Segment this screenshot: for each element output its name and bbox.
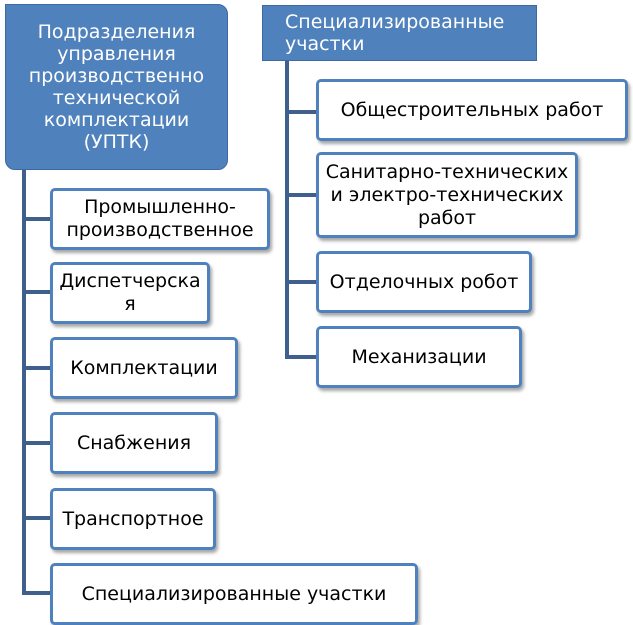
right-item-4-label: Механизации: [351, 345, 487, 368]
right-branch-line-2: [285, 193, 317, 197]
left-group-title: Подразделения управления производственно…: [28, 21, 205, 153]
left-branch-line-5: [22, 516, 50, 520]
left-branch-line-2: [22, 290, 50, 294]
left-group-header: Подразделения управления производственно…: [5, 4, 228, 170]
right-group-title: Специализированные участки: [285, 11, 505, 55]
left-branch-line-6: [22, 591, 50, 595]
right-trunk-line: [285, 60, 289, 358]
left-branch-line-4: [22, 441, 50, 445]
left-branch-line-3: [22, 366, 50, 370]
right-group-header: Специализированные участки: [262, 5, 537, 61]
left-branch-line-1: [22, 217, 50, 221]
left-item-6-label: Специализированные участки: [81, 582, 387, 605]
left-item-6-box: Специализированные участки: [50, 563, 418, 625]
left-item-3-label: Комплектации: [70, 356, 218, 379]
right-item-2-label: Санитарно-технических и электро-техничес…: [325, 160, 569, 229]
right-branch-line-1: [285, 110, 317, 114]
right-branch-line-4: [285, 355, 317, 359]
left-trunk-line: [22, 170, 26, 593]
right-item-2-box: Санитарно-технических и электро-техничес…: [316, 152, 578, 238]
left-item-5-box: Транспортное: [50, 488, 216, 550]
left-item-3-box: Комплектации: [50, 337, 238, 399]
left-item-4-label: Снабжения: [76, 431, 192, 454]
right-item-3-label: Отделочных робот: [329, 270, 519, 293]
right-item-3-box: Отделочных робот: [316, 251, 532, 313]
left-item-1-label: Промышленно-производственное: [66, 196, 254, 241]
left-item-2-label: Диспетчерская: [59, 270, 201, 315]
right-item-1-label: Общестроительных работ: [340, 98, 604, 121]
left-item-1-box: Промышленно-производственное: [50, 188, 270, 250]
right-branch-line-3: [285, 280, 317, 284]
left-item-4-box: Снабжения: [50, 412, 218, 474]
left-item-2-box: Диспетчерская: [50, 262, 210, 324]
right-item-1-box: Общестроительных работ: [316, 79, 628, 141]
left-item-5-label: Транспортное: [62, 507, 204, 530]
right-item-4-box: Механизации: [316, 326, 522, 388]
